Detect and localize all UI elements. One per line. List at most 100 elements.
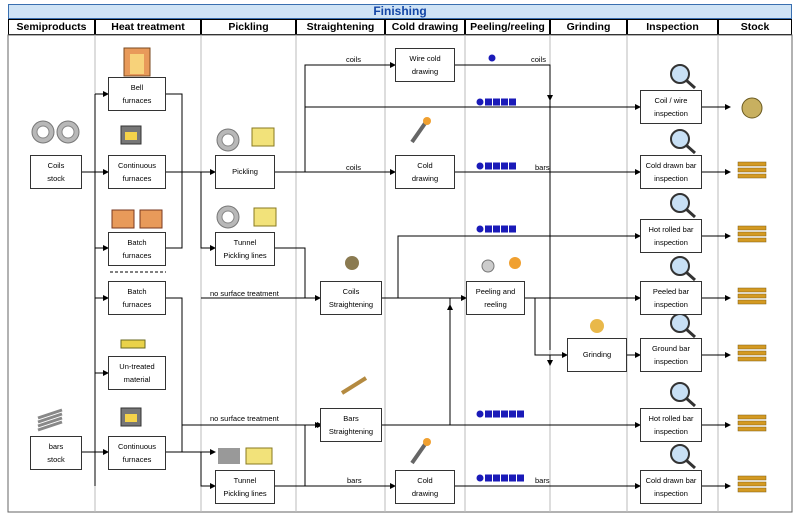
box-text: Cold drawn bar	[645, 160, 697, 170]
bar-straightening-icon	[340, 376, 368, 395]
box-text: reeling	[484, 300, 507, 309]
wire-shape-icon	[488, 54, 496, 62]
magnifier-icon	[670, 193, 696, 219]
box-text: Peeling and	[475, 286, 516, 296]
box-text: inspection	[654, 109, 688, 118]
pickling-tank-icon	[251, 127, 275, 147]
box-batch1: Batch furnaces	[108, 232, 166, 266]
box-text: stock	[47, 174, 65, 183]
column-header-heat-treatment: Heat treatment	[95, 19, 201, 35]
section-shapes-icon	[476, 162, 516, 170]
magnifier-icon	[670, 256, 696, 282]
box-text: furnaces	[122, 174, 152, 183]
box-text: Tunnel	[233, 475, 257, 485]
column-header-semiproducts: Semiproducts	[8, 19, 95, 35]
bar-stock-icon	[37, 412, 63, 424]
pickling-tank-icon	[253, 207, 277, 227]
box-text: material	[123, 375, 151, 384]
box-grinding: Grinding	[567, 338, 627, 372]
flow-line	[275, 247, 306, 298]
box-text: Coils	[342, 286, 360, 296]
bar-stack-stock-icon	[737, 344, 767, 362]
box-text: Bars	[343, 413, 359, 423]
box-cont1: Continuous furnaces	[108, 155, 166, 189]
box-bell: Bell furnaces	[108, 77, 166, 111]
box-text: Continuous	[118, 160, 156, 170]
box-text: furnaces	[122, 96, 152, 105]
edge-label: no surface treatment	[210, 414, 279, 423]
box-text: furnaces	[122, 300, 152, 309]
continuous-furnace-icon	[120, 125, 142, 145]
box-text: Batch	[127, 237, 147, 247]
flow-line	[534, 298, 568, 358]
edge-label: coils	[531, 55, 547, 64]
heat-collector	[166, 93, 183, 249]
box-text: Pickling lines	[223, 489, 267, 498]
box-text: Straightening	[328, 300, 374, 309]
bar-stock-icon	[37, 420, 63, 432]
grid-border	[7, 34, 793, 513]
box-coils-stock: Coils stock	[30, 155, 82, 189]
box-text: Un-treated	[119, 361, 155, 371]
flow-line	[382, 233, 641, 299]
section-shapes-icon	[476, 98, 516, 106]
magnifier-icon	[670, 444, 696, 470]
tunnel-pickling-icon	[218, 448, 240, 464]
box-text: Bell	[130, 82, 144, 92]
box-text: Grinding	[582, 350, 612, 360]
flow-line	[275, 62, 396, 173]
bar-stack-stock-icon	[737, 161, 767, 179]
heat-collector-2	[166, 297, 183, 453]
coil-icon	[216, 128, 240, 152]
edge-label: bars	[347, 476, 362, 485]
box-text: Coils	[47, 160, 65, 170]
flow-line	[200, 172, 216, 251]
edge-label: coils	[346, 163, 362, 172]
box-pickling: Pickling	[215, 155, 275, 189]
box-insp-cdb1: Cold drawn bar inspection	[640, 155, 702, 189]
coil-icon	[31, 120, 55, 144]
box-text: inspection	[654, 427, 688, 436]
box-text: Pickling lines	[223, 251, 267, 260]
box-text: Coil / wire	[654, 95, 688, 105]
edge-label: bars	[535, 476, 550, 485]
flow-line	[200, 452, 216, 489]
untreated-material-icon	[120, 339, 146, 349]
box-text: drawing	[411, 489, 439, 498]
drawing-die-icon	[410, 117, 431, 144]
grinding-wheel-icon	[590, 319, 604, 333]
box-text: stock	[47, 455, 65, 464]
box-text: drawing	[411, 174, 439, 183]
coil-icon	[56, 120, 80, 144]
box-text: Straightening	[328, 427, 374, 436]
reeling-icon	[509, 257, 521, 269]
box-text: furnaces	[122, 251, 152, 260]
box-text: inspection	[654, 174, 688, 183]
box-text: Wire cold	[409, 53, 441, 63]
peeling-icon	[481, 259, 495, 273]
column-header-grinding: Grinding	[550, 19, 627, 35]
edge-label: no surface treatment	[210, 289, 279, 298]
column-header-cold-drawing: Cold drawing	[385, 19, 465, 35]
bar-stack-stock-icon	[737, 225, 767, 243]
box-text: inspection	[654, 357, 688, 366]
box-text: Cold drawn bar	[645, 475, 697, 485]
section-shapes-icon	[476, 410, 524, 418]
box-text: furnaces	[122, 455, 152, 464]
diagram-title: Finishing	[8, 4, 792, 19]
coil-straightening-icon	[345, 256, 359, 270]
section-shapes-icon	[476, 474, 524, 482]
box-insp-coil: Coil / wire inspection	[640, 90, 702, 124]
coil-icon	[216, 205, 240, 229]
magnifier-icon	[670, 313, 696, 339]
